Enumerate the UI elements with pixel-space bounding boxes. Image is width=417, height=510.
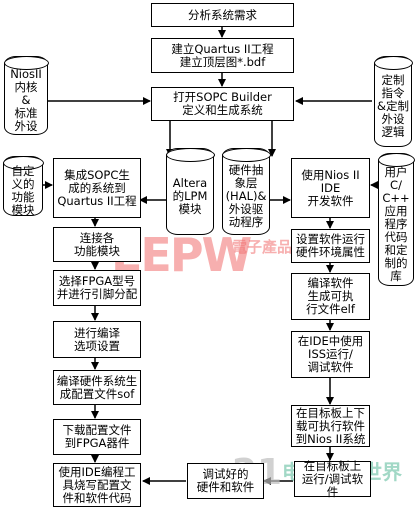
set-properties-box: 设置软件运行 硬件环境属性 [291, 229, 370, 263]
select-fpga-box: 选择FPGA型号 并进行引脚分配 [53, 270, 141, 306]
board-debug-box: 在目标板上 运行/调试软件 [294, 459, 371, 498]
altera-lpm-modules: Altera 的LPM 模块 [165, 147, 215, 235]
custom-instruction-logic: 定制 指令 &定制 外设 逻辑 [373, 55, 413, 147]
download-config-box: 下载配置文件 到FPGA器件 [53, 419, 141, 455]
analyze-requirements-box: 分析系统需求 [151, 3, 294, 27]
custom-function-modules: 自定 义的 功能 模块 [2, 155, 44, 217]
quartus-project-box: 建立Quartus II工程 建立顶层图*.bdf [151, 38, 294, 73]
iss-debug-box: 在IDE中使用 ISS运行/ 调试软件 [291, 331, 370, 378]
connect-modules-box: 连接各 功能模块 [53, 227, 141, 262]
nios-ide-box: 使用Nios II IDE 开发软件 [291, 158, 370, 218]
ide-program-box: 使用IDE编程工 具烧写配置文 件和软件代码 [53, 463, 141, 507]
build-elf-box: 编译软件 生成可执 行文件elf [291, 273, 370, 320]
compile-options-box: 进行编译 选项设置 [53, 321, 141, 358]
debugged-hw-sw-box: 调试好的 硬件和软件 [187, 463, 264, 499]
nios-core-peripherals: NiosII 内核 & 标准 外设 [3, 55, 49, 135]
compile-hardware-box: 编译硬件系统生 成配置文件sof [53, 370, 141, 405]
user-application-code: 用户C/ C++ 应用 程序 代码 和定 制的 库 [377, 152, 415, 286]
download-software-box: 在目标板上下 载可执行软件 到Nios II系统 [291, 405, 370, 447]
hal-drivers: 硬件抽 象层 (HAL)& 外设驱 动程序 [221, 147, 271, 235]
sopc-builder-box: 打开SOPC Builder 定义和生成系统 [151, 87, 294, 121]
integrate-sopc-box: 集成SOPC生 成的系统到 Quartus II工程 [53, 158, 141, 218]
